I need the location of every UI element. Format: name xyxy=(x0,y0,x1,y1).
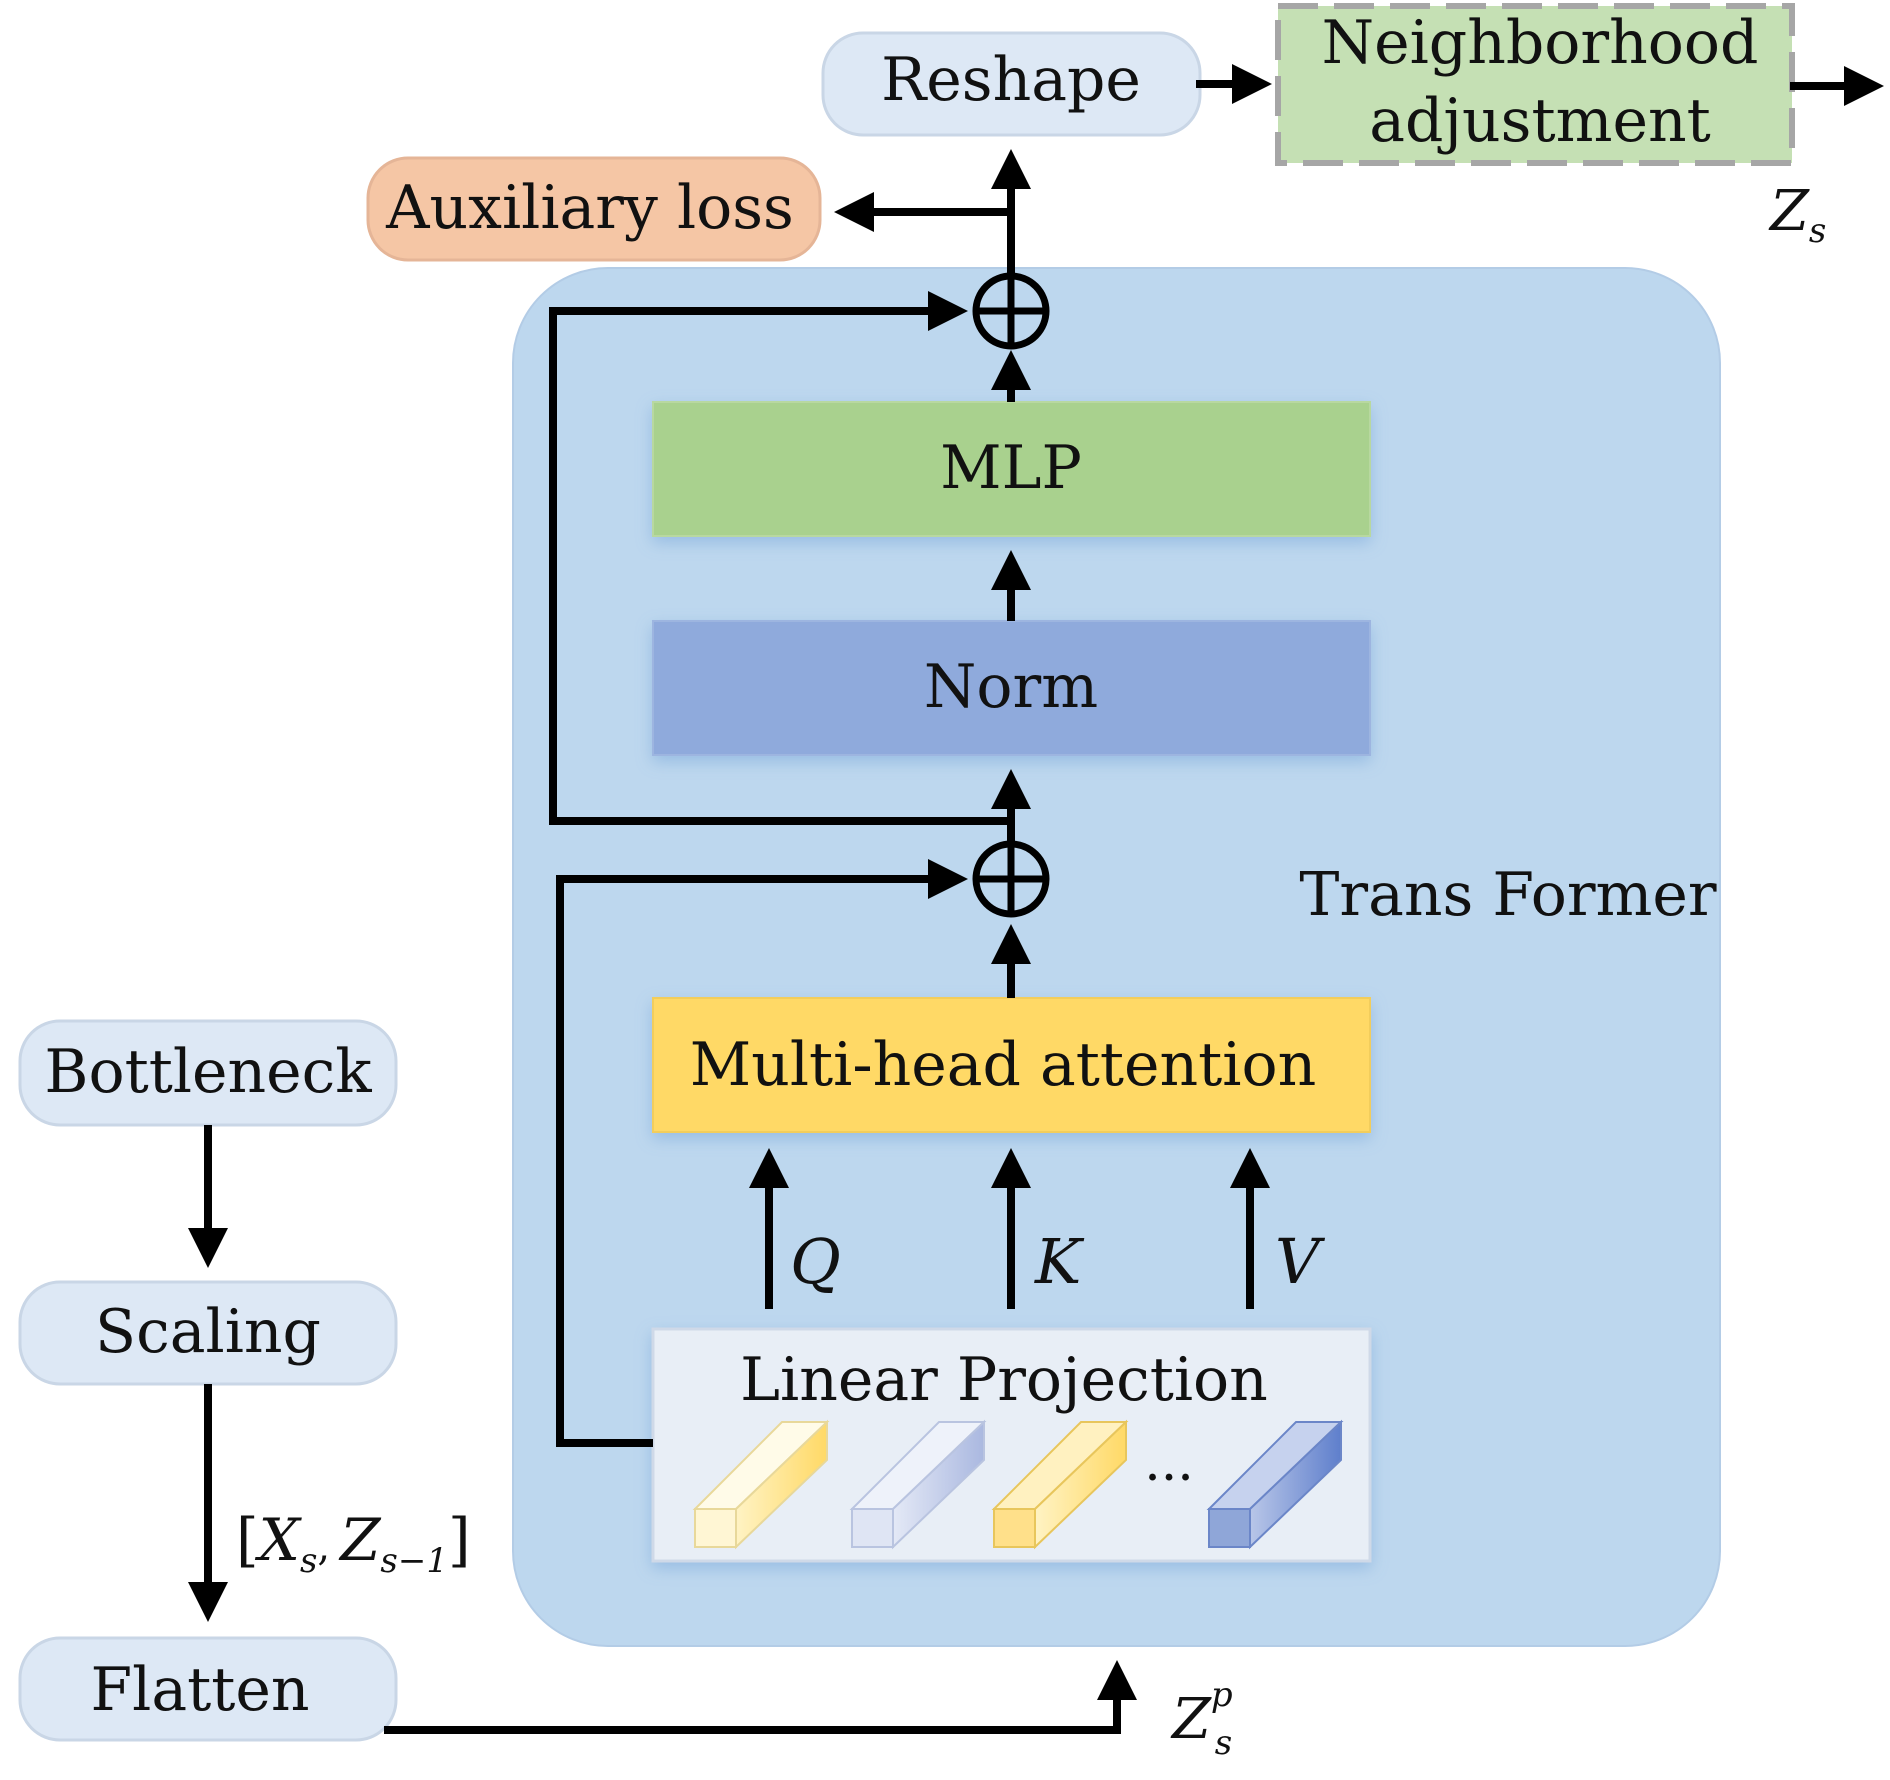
token-cube-yellow xyxy=(991,1419,1129,1550)
norm-box xyxy=(652,620,1371,756)
scaling-label: Scaling xyxy=(95,1297,321,1367)
residual-connection-1 xyxy=(556,859,968,1447)
token-cube-blue-light xyxy=(849,1419,987,1550)
query-label: Q xyxy=(790,1225,841,1298)
flatten-label: Flatten xyxy=(91,1655,310,1725)
linear-projection-label: Linear Projection xyxy=(740,1345,1268,1415)
token-cube-yellow-light xyxy=(692,1419,830,1550)
mlp-label: MLP xyxy=(940,433,1082,503)
residual-add-operator-1 xyxy=(972,840,1050,918)
arrow-flatten-to-transformer xyxy=(384,1660,1137,1734)
output-symbol-z: Zs xyxy=(1768,179,1826,251)
neighborhood-label-line1: Neighborhood xyxy=(1322,8,1759,78)
transformer-label: Trans Former xyxy=(1299,860,1717,930)
bottleneck-label: Bottleneck xyxy=(44,1037,372,1107)
multi-head-attention-label: Multi-head attention xyxy=(690,1030,1316,1100)
reshape-label: Reshape xyxy=(881,45,1141,115)
key-label: K xyxy=(1034,1225,1085,1298)
auxiliary-loss-box xyxy=(366,156,822,262)
norm-label: Norm xyxy=(924,652,1098,722)
auxiliary-loss-label: Auxiliary loss xyxy=(385,173,794,243)
mlp-box xyxy=(652,401,1371,537)
neighborhood-adjustment-box xyxy=(1275,3,1795,166)
residual-connection-2 xyxy=(549,291,1011,825)
transformer-block xyxy=(512,267,1721,1647)
token-ellipsis: ... xyxy=(1144,1433,1194,1493)
multi-head-attention-box xyxy=(652,997,1371,1133)
token-cube-blue-dark xyxy=(1206,1419,1344,1550)
value-label: V xyxy=(1275,1225,1326,1298)
residual-add-operator-2 xyxy=(972,272,1050,350)
flatten-box xyxy=(18,1636,398,1742)
neighborhood-label-line2: adjustment xyxy=(1369,86,1710,156)
concat-input-label: [Xs,Zs−1] xyxy=(236,1506,471,1581)
